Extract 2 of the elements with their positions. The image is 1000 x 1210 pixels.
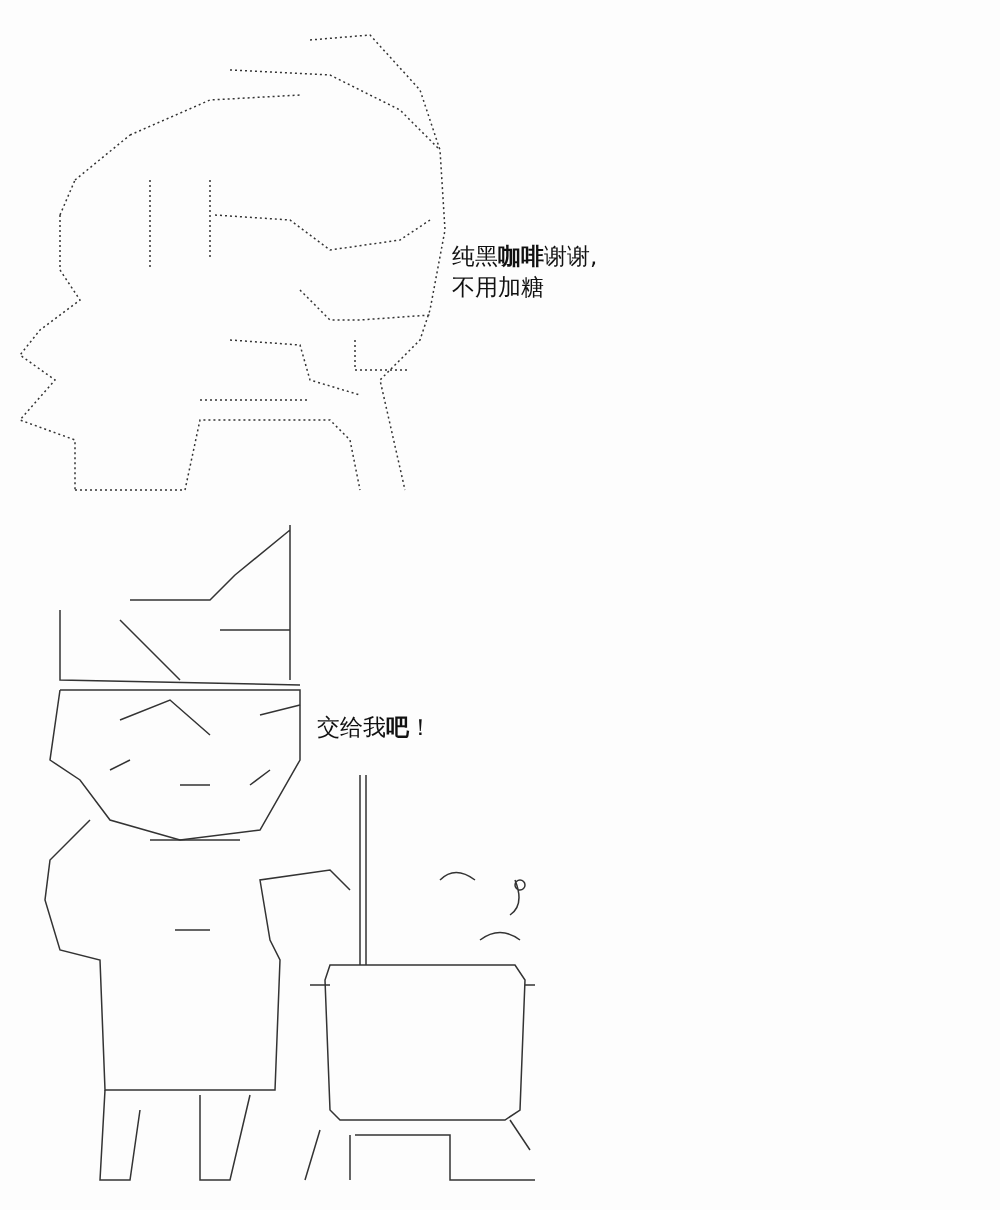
- speech-text: 交给我吧！: [317, 713, 433, 742]
- speech-text: 纯黑咖啡谢谢,不用加糖: [452, 242, 599, 302]
